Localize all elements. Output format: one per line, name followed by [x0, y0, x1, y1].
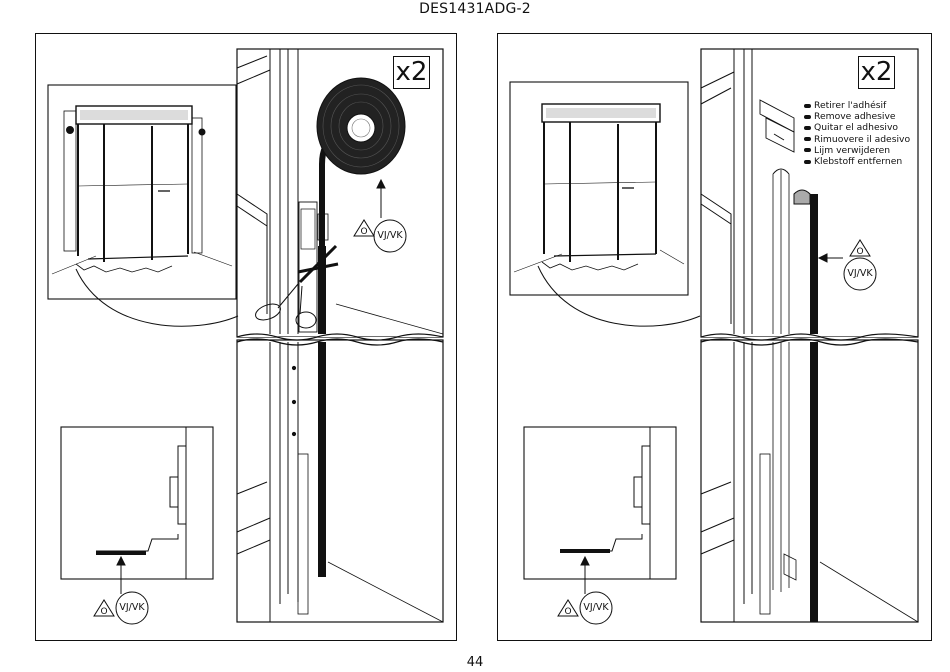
seal-profile-icon	[759, 99, 795, 153]
bullet-icon	[804, 148, 811, 153]
instruction-item: Klebstoff entfernen	[804, 156, 934, 167]
quantity-badge: x2	[393, 56, 430, 89]
warning-triangle-label: O	[856, 247, 864, 257]
warning-triangle-label: O	[564, 607, 572, 617]
warning-triangle-label: O	[360, 227, 368, 237]
instruction-item: Retirer l'adhésif	[804, 100, 934, 111]
right-panel-illustration	[509, 48, 919, 625]
scissors-icon	[255, 244, 339, 329]
quantity-badge: x2	[858, 56, 895, 89]
warning-circle-label: VJ/VK	[583, 602, 609, 613]
warning-circle-label: VJ/VK	[119, 602, 145, 613]
instruction-item: Lijm verwijderen	[804, 145, 934, 156]
adhesive-tape-roll-icon	[316, 77, 406, 175]
bullet-icon	[804, 137, 811, 142]
left-instruction-panel: x2 O VJ/VK O VJ/VK	[35, 33, 457, 641]
bullet-icon	[804, 125, 811, 130]
right-instruction-panel: x2 Retirer l'adhésif Remove adhesive Qui…	[497, 33, 932, 641]
shower-enclosure-icon	[51, 105, 233, 275]
page-number: 44	[466, 655, 484, 670]
instruction-item: Rimuovere il adesivo	[804, 134, 934, 145]
document-title: DES1431ADG-2	[419, 1, 531, 17]
warning-circle-label: VJ/VK	[377, 230, 403, 241]
instruction-list: Retirer l'adhésif Remove adhesive Quitar…	[804, 100, 934, 167]
instruction-item: Quitar el adhesivo	[804, 122, 934, 133]
instruction-item: Remove adhesive	[804, 111, 934, 122]
shower-enclosure-icon	[513, 103, 685, 273]
warning-triangle-label: O	[100, 607, 108, 617]
bullet-icon	[804, 114, 811, 119]
bullet-icon	[804, 159, 811, 164]
left-panel-illustration	[47, 48, 444, 625]
bullet-icon	[804, 103, 811, 108]
warning-circle-label: VJ/VK	[847, 268, 873, 279]
